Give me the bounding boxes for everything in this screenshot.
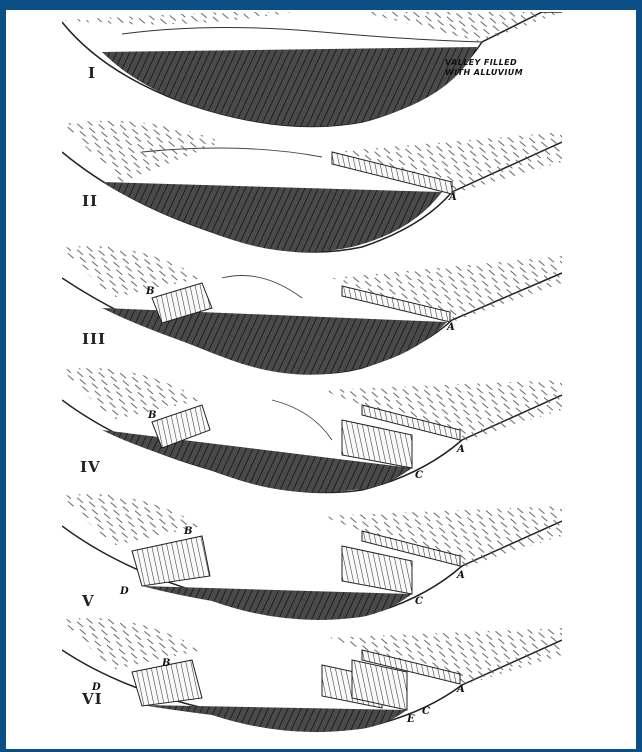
panel-vi-diagram: B D A C E — [62, 610, 562, 740]
point-c-iv: C — [415, 470, 423, 481]
point-a-ii: A — [448, 192, 457, 203]
alluvium-annotation-line-1: VALLEY FILLED — [445, 58, 565, 68]
point-d-v: D — [119, 586, 129, 597]
point-a-vi: A — [456, 684, 465, 695]
panel-i-numeral: I — [88, 64, 96, 82]
point-a-iv: A — [456, 444, 465, 455]
panel-vi: B D A C E VI — [62, 610, 562, 740]
point-b-v: B — [183, 526, 192, 537]
alluvium-annotation: VALLEY FILLED WITH ALLUVIUM — [445, 58, 565, 78]
panel-ii-numeral: II — [82, 192, 98, 210]
point-a-v: A — [456, 570, 465, 581]
alluvium-annotation-line-2: WITH ALLUVIUM — [445, 68, 565, 78]
panel-vi-numeral: VI — [82, 690, 103, 708]
point-b-iv: B — [147, 410, 156, 421]
point-a-iii: A — [446, 322, 455, 333]
point-c-vi: C — [422, 706, 430, 717]
point-b-iii: B — [145, 286, 154, 297]
panel-iv-numeral: IV — [80, 458, 101, 476]
panel-iii-numeral: III — [82, 330, 106, 348]
point-c-v: C — [415, 596, 423, 607]
panel-v-numeral: V — [82, 592, 95, 610]
point-e-vi: E — [406, 714, 415, 725]
point-b-vi: B — [161, 658, 170, 669]
